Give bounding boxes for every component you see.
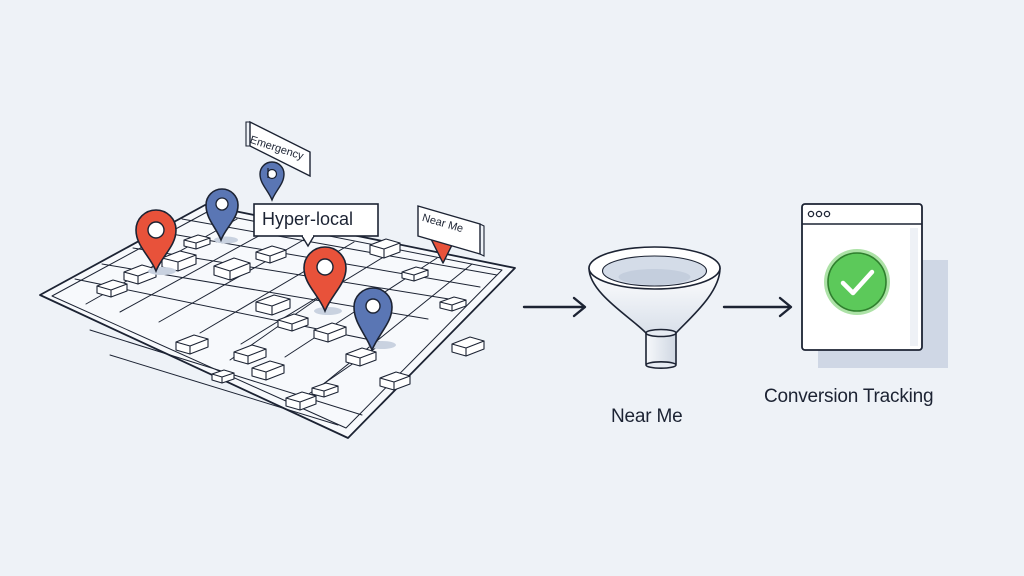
map-pin-blue-3 [353,287,396,353]
arrow-right-icon-2 [722,296,793,318]
emergency-sign [245,120,311,178]
near-me-sign [417,205,485,257]
funnel-caption: Near Me [611,406,683,427]
map-buildings [96,234,485,411]
map-pin-red-1 [135,209,177,275]
funnel-icon [588,246,721,369]
map-pin-red-2 [303,246,347,315]
hyper-local-sign [253,203,379,248]
map-pin-blue-2 [259,161,285,202]
hyper-local-tag-label: Hyper-local [262,209,354,229]
map-pin-blue-1 [205,188,239,244]
arrow-right-icon [522,296,587,318]
check-circle-icon [824,249,890,315]
conversion-tracking-caption: Conversion Tracking [764,386,934,407]
